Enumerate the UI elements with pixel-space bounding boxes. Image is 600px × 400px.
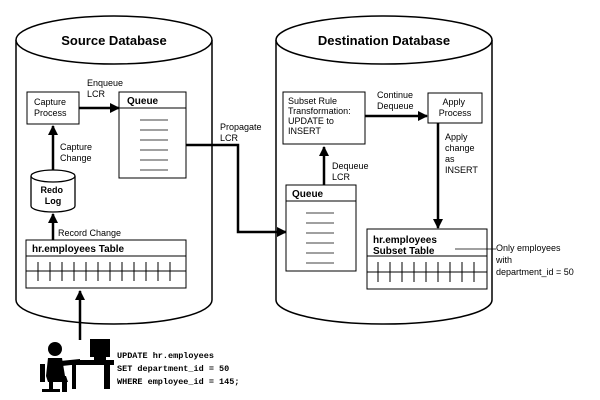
capture-process-box — [26, 91, 80, 125]
propagate-arrow — [186, 143, 287, 237]
dequeue-lcr-label: Dequeue LCR — [332, 161, 371, 182]
source-queue — [118, 91, 187, 179]
subset-rule-box — [282, 91, 366, 145]
employees-table-label: hr.employees Table — [32, 244, 125, 255]
subset-table-label: hr.employees Subset Table — [373, 235, 440, 257]
enqueue-lcr-label: Enqueue LCR — [87, 78, 126, 99]
destination-database-title: Destination Database — [318, 33, 450, 48]
apply-change-label: Apply change as INSERT — [445, 132, 478, 175]
redo-log-cylinder — [30, 169, 76, 213]
subset-rule-label: Subset Rule Transformation: UPDATE to IN… — [288, 96, 353, 136]
user-at-computer-icon — [40, 339, 114, 392]
employees-table — [25, 239, 187, 289]
source-queue-label: Queue — [127, 96, 159, 107]
record-change-label: Record Change — [58, 228, 121, 238]
apply-process-label: Apply Process — [439, 97, 472, 118]
apply-process-box — [427, 92, 483, 124]
source-database-title: Source Database — [61, 33, 167, 48]
callout-text: Only employees with department_id = 50 — [495, 243, 574, 277]
continue-dequeue-label: Continue Dequeue — [377, 90, 416, 111]
capture-change-label: Capture Change — [60, 142, 95, 163]
propagate-lcr-label: Propagate LCR — [220, 122, 264, 143]
redo-log-label: Redo Log — [40, 185, 65, 206]
destination-queue — [285, 184, 357, 272]
sql-statement: UPDATE hr.employees SET department_id = … — [117, 351, 239, 387]
capture-process-label: Capture Process — [34, 97, 69, 118]
subset-table — [366, 228, 488, 290]
destination-queue-label: Queue — [292, 189, 324, 200]
